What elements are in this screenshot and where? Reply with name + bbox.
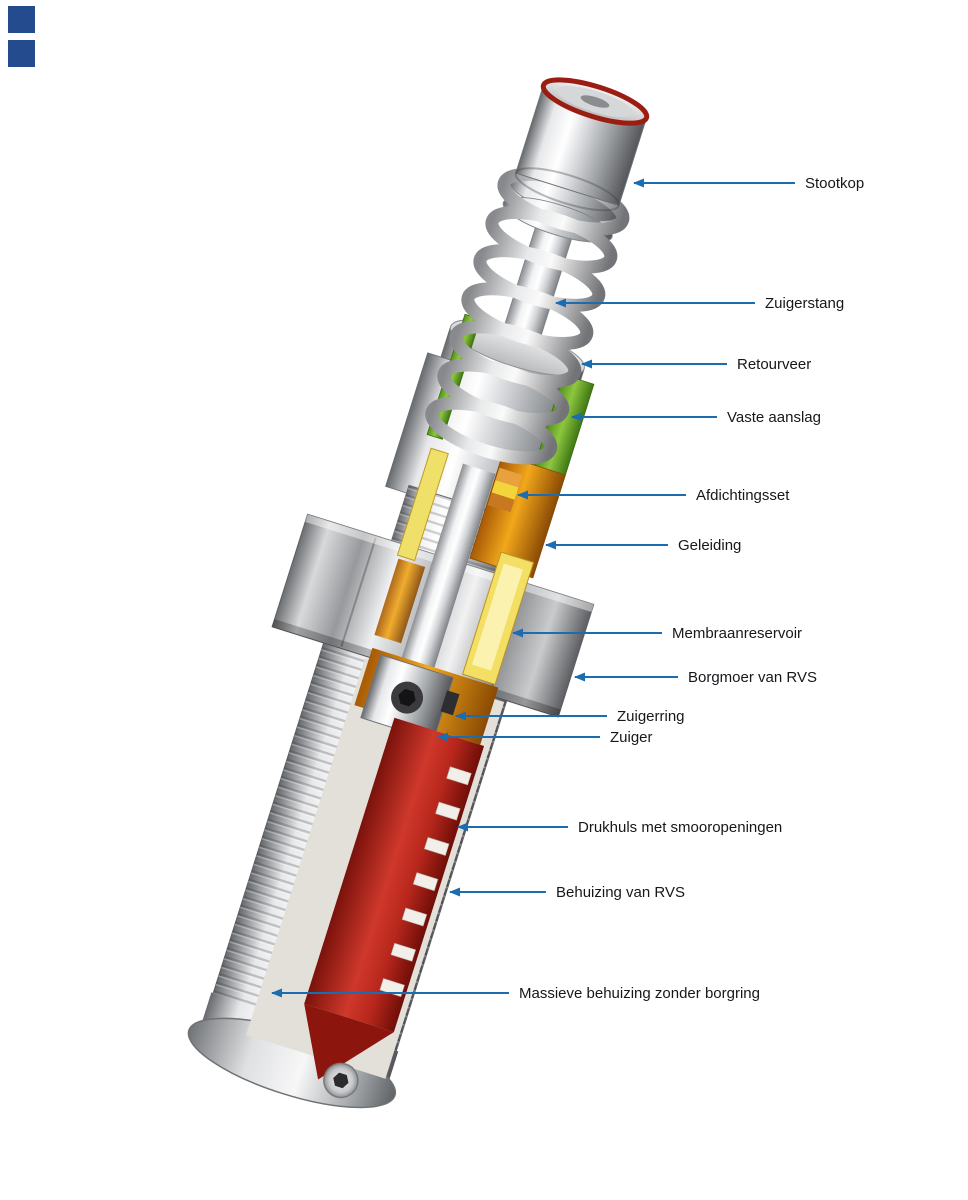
- callout-label-1: Zuigerstang: [765, 295, 844, 312]
- impact-head: [514, 77, 650, 212]
- set-screw: [323, 1062, 359, 1099]
- callout-label-2: Retourveer: [737, 356, 811, 373]
- seal-set: [487, 467, 523, 513]
- callout-label-3: Vaste aanslag: [727, 409, 821, 426]
- piston: [360, 654, 454, 742]
- callout-label-9: Zuiger: [610, 729, 653, 746]
- callout-label-7: Borgmoer van RVS: [688, 669, 817, 686]
- callout-label-6: Membraanreservoir: [672, 625, 802, 642]
- guide-band-left: [374, 558, 426, 644]
- callout-label-8: Zuigerring: [617, 708, 685, 725]
- shock-absorber-illustration: [187, 77, 650, 1109]
- brand-mark: [8, 6, 35, 67]
- brand-square: [8, 40, 35, 67]
- seal-strip-left: [396, 447, 449, 562]
- piston-ring: [440, 690, 460, 716]
- callout-label-0: Stootkop: [805, 175, 864, 192]
- pressure-sleeve: [304, 717, 485, 1080]
- callout-label-10: Drukhuls met smooropeningen: [578, 819, 782, 836]
- callout-label-12: Massieve behuizing zonder borgring: [519, 985, 760, 1002]
- piston-rod-front: [386, 463, 496, 716]
- return-spring: [425, 167, 630, 465]
- callout-label-5: Geleiding: [678, 537, 741, 554]
- brand-square: [8, 6, 35, 33]
- throttle-openings: [379, 766, 472, 997]
- callout-label-4: Afdichtingsset: [696, 487, 790, 504]
- callout-label-11: Behuizing van RVS: [556, 884, 685, 901]
- membrane-reservoir: [462, 551, 535, 686]
